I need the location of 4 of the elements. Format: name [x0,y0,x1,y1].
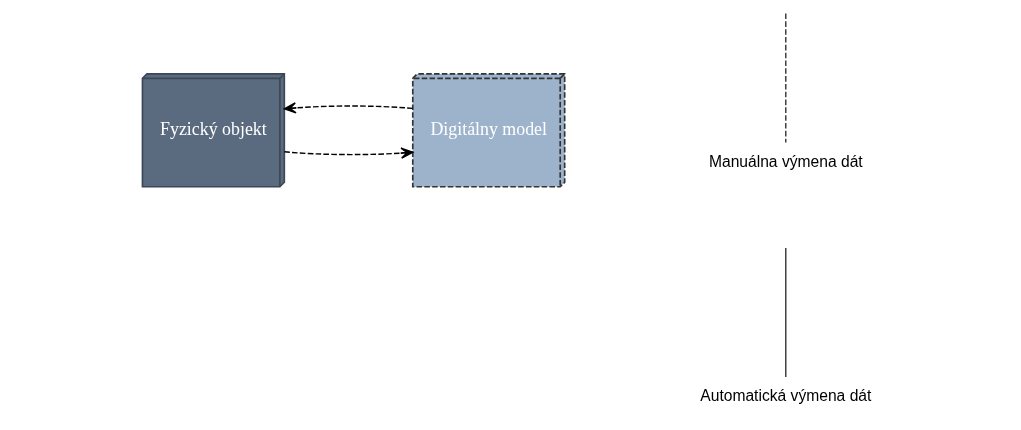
arrow [283,102,414,114]
legend-label: Automatická výmena dát [700,387,872,405]
arrow [283,147,414,159]
legend-label: Manuálna výmena dát [708,152,863,170]
